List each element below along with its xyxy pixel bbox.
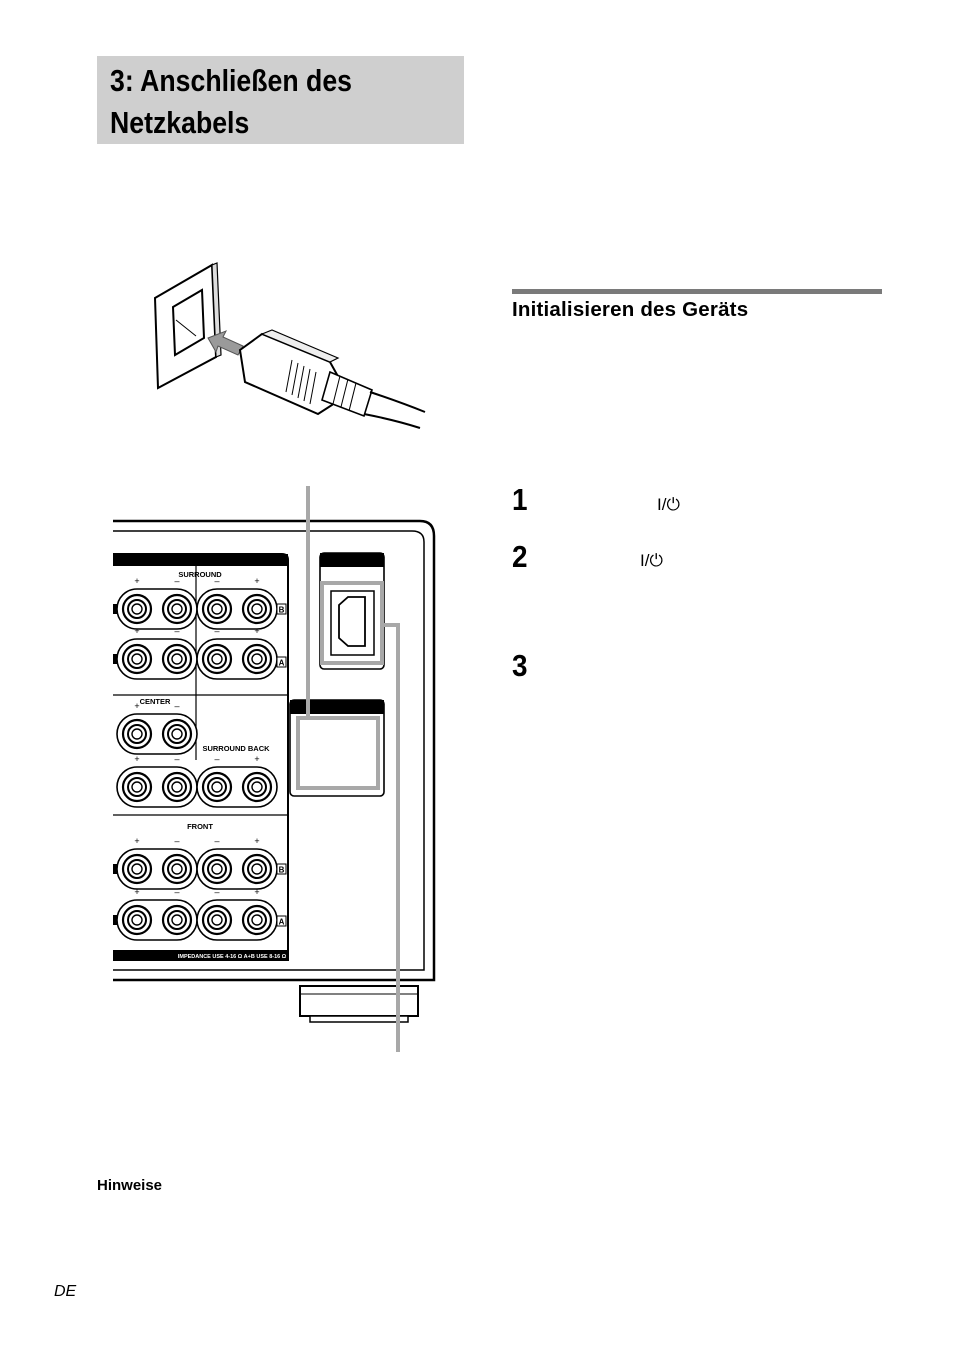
page-title: 3: Anschließen des Netzkabels bbox=[110, 63, 352, 140]
svg-text:–: – bbox=[174, 626, 179, 636]
terminal-pair: +– bbox=[116, 836, 198, 890]
terminal-pair: –+ bbox=[196, 887, 278, 941]
power-button-icon: I/⏻ bbox=[640, 551, 663, 570]
terminal-marker-edge bbox=[113, 915, 117, 925]
svg-text:+: + bbox=[134, 626, 139, 636]
svg-text:–: – bbox=[174, 701, 179, 711]
section-heading: Initialisieren des Geräts bbox=[512, 298, 749, 321]
svg-text:B: B bbox=[279, 866, 285, 875]
svg-text:+: + bbox=[134, 836, 139, 846]
terminal-marker-edge bbox=[113, 604, 117, 614]
svg-text:–: – bbox=[174, 576, 179, 586]
terminal-pair: +– bbox=[116, 626, 198, 680]
svg-text:+: + bbox=[254, 576, 259, 586]
terminal-pair: +– bbox=[116, 754, 198, 808]
svg-text:B: B bbox=[279, 606, 285, 615]
svg-text:+: + bbox=[254, 626, 259, 636]
svg-text:+: + bbox=[134, 701, 139, 711]
svg-text:+: + bbox=[254, 887, 259, 897]
title-banner bbox=[97, 56, 464, 144]
svg-text:–: – bbox=[214, 626, 219, 636]
svg-text:–: – bbox=[214, 836, 219, 846]
terminal-marker-b: B bbox=[276, 603, 287, 615]
svg-text:–: – bbox=[214, 887, 219, 897]
terminal-marker-edge bbox=[113, 654, 117, 664]
svg-text:+: + bbox=[254, 754, 259, 764]
step-2-number: 2 bbox=[512, 539, 528, 574]
svg-text:+: + bbox=[254, 836, 259, 846]
terminal-pair: –+ bbox=[196, 754, 278, 808]
terminal-pair: +– bbox=[116, 576, 198, 630]
svg-text:–: – bbox=[174, 887, 179, 897]
svg-text:+: + bbox=[134, 887, 139, 897]
label-front: FRONT bbox=[187, 822, 213, 831]
terminal-pair: –+ bbox=[196, 576, 278, 630]
power-button-icon: I/⏻ bbox=[657, 495, 680, 514]
terminal-marker-a: A bbox=[276, 656, 287, 668]
terminal-marker-edge bbox=[113, 864, 117, 874]
svg-text:+: + bbox=[134, 754, 139, 764]
svg-text:+: + bbox=[134, 576, 139, 586]
svg-text:–: – bbox=[174, 754, 179, 764]
terminal-marker-a: A bbox=[276, 915, 287, 927]
label-surround: SURROUND bbox=[178, 570, 222, 579]
section-rule bbox=[512, 289, 882, 294]
notes-label: Hinweise bbox=[97, 1177, 163, 1194]
svg-text:A: A bbox=[279, 659, 285, 668]
svg-text:–: – bbox=[214, 576, 219, 586]
step-1-number: 1 bbox=[512, 482, 528, 517]
label-impedance: IMPEDANCE USE 4-16 Ω A+B USE 8-16 Ω bbox=[178, 954, 287, 960]
terminal-pair: +– bbox=[116, 701, 198, 755]
label-center: CENTER bbox=[140, 697, 171, 706]
terminal-pair: +– bbox=[116, 887, 198, 941]
svg-text:–: – bbox=[174, 836, 179, 846]
svg-text:–: – bbox=[214, 754, 219, 764]
terminal-pair: –+ bbox=[196, 836, 278, 890]
terminal-marker-b: B bbox=[276, 863, 287, 875]
step-3-number: 3 bbox=[512, 648, 528, 683]
terminal-pair: –+ bbox=[196, 626, 278, 680]
svg-text:A: A bbox=[279, 918, 285, 927]
page-language-tag: DE bbox=[54, 1283, 77, 1300]
label-surround-back: SURROUND BACK bbox=[202, 744, 270, 753]
